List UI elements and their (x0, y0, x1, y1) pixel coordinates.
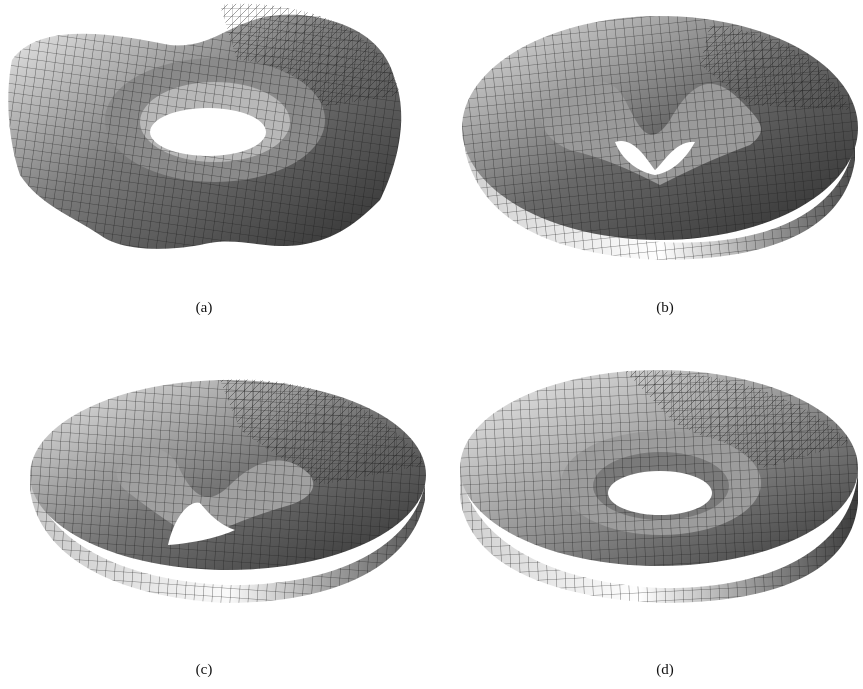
saddle-interior-b (541, 81, 761, 185)
saddle-interior-c (116, 448, 314, 540)
caption-d: (d) (656, 662, 674, 678)
caption-b: (b) (656, 300, 674, 316)
panel-c (20, 375, 435, 605)
panel-b (450, 10, 863, 270)
mesh-surface-b (462, 16, 858, 260)
center-hole-a (150, 108, 266, 156)
panel-d (455, 368, 863, 603)
mesh-surface-a (8, 3, 402, 249)
top-surface-c (30, 379, 426, 570)
caption-a: (a) (195, 300, 213, 316)
center-hole-d (608, 471, 712, 515)
center-hole-b (615, 140, 695, 175)
panel-a (0, 0, 420, 270)
mesh-surface-d (460, 370, 858, 603)
side-wall-b (465, 130, 855, 260)
mesh-surface-c (30, 379, 426, 603)
side-wall-c (30, 470, 425, 603)
top-surface-b (462, 16, 858, 240)
center-hole-c (168, 502, 235, 545)
caption-c: (c) (195, 662, 213, 678)
